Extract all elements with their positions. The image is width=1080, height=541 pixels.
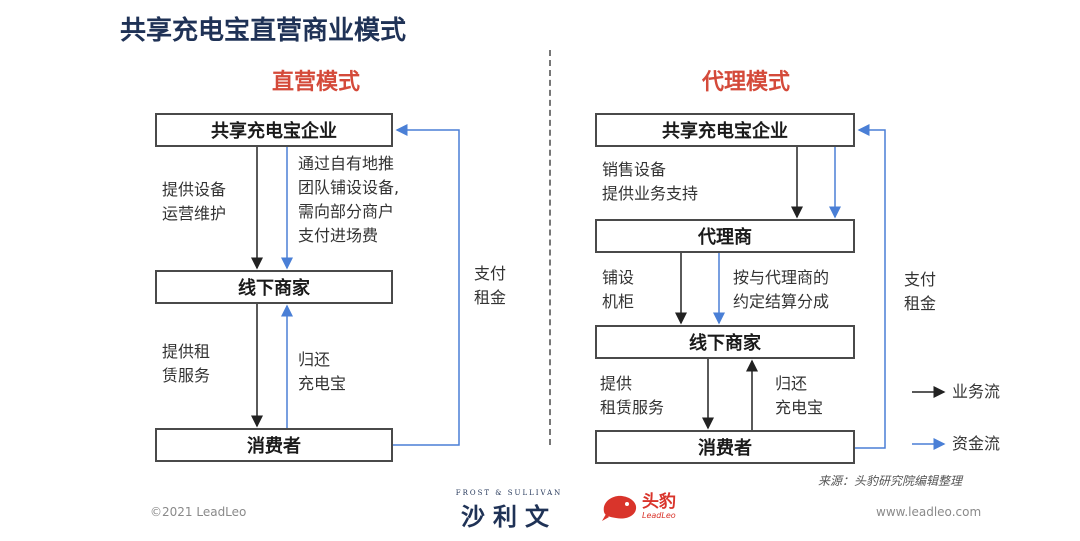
label-promotion: 通过自有地推 团队铺设设备, 需向部分商户 支付进场费 [298,154,400,245]
label-pay-rent-left: 支付 租金 [474,264,507,307]
label-return-powerbank-right: 归还 充电宝 [775,374,824,417]
leopard-icon [602,495,637,521]
left-pay-rent-arrow [393,124,460,446]
legend-capital-flow-label: 资金流 [952,434,1001,453]
label-settlement: 按与代理商的 约定结算分成 [733,268,830,311]
right-consumer-box: 消费者 [595,430,855,464]
label-rental-service: 提供租 赁服务 [162,342,211,385]
legend-business-flow-label: 业务流 [952,382,1001,401]
agent-mode-heading: 代理模式 [702,70,791,95]
footer-website: www.leadleo.com [876,505,982,519]
right-enterprise-box: 共享充电宝企业 [595,113,855,147]
left-merchant-box: 线下商家 [155,270,393,304]
source-note: 来源：头豹研究院编辑整理 [818,474,963,488]
page-title: 共享充电宝直营商业模式 [120,16,407,46]
right-pay-rent-arrow [855,124,886,449]
section-divider [549,50,551,445]
label-install-cabinets: 铺设 机柜 [602,268,635,311]
right-merchant-box: 线下商家 [595,325,855,359]
label-pay-rent-right: 支付 租金 [904,270,937,313]
left-enterprise-box: 共享充电宝企业 [155,113,393,147]
partner-logo: FROST & SULLIVAN 沙利文 [455,489,563,531]
right-agent-box: 代理商 [595,219,855,253]
left-consumer-box: 消费者 [155,428,393,462]
label-provide-equipment: 提供设备 运营维护 [162,180,227,223]
direct-mode-heading: 直营模式 [272,70,361,95]
footer-copyright: ©2021 LeadLeo [150,505,247,519]
label-return-powerbank: 归还 充电宝 [298,350,347,393]
label-sales-support: 销售设备 提供业务支持 [602,160,699,203]
brand-logo: 头豹 LeadLeo [600,492,676,522]
label-rental-service-right: 提供 租赁服务 [600,374,665,417]
